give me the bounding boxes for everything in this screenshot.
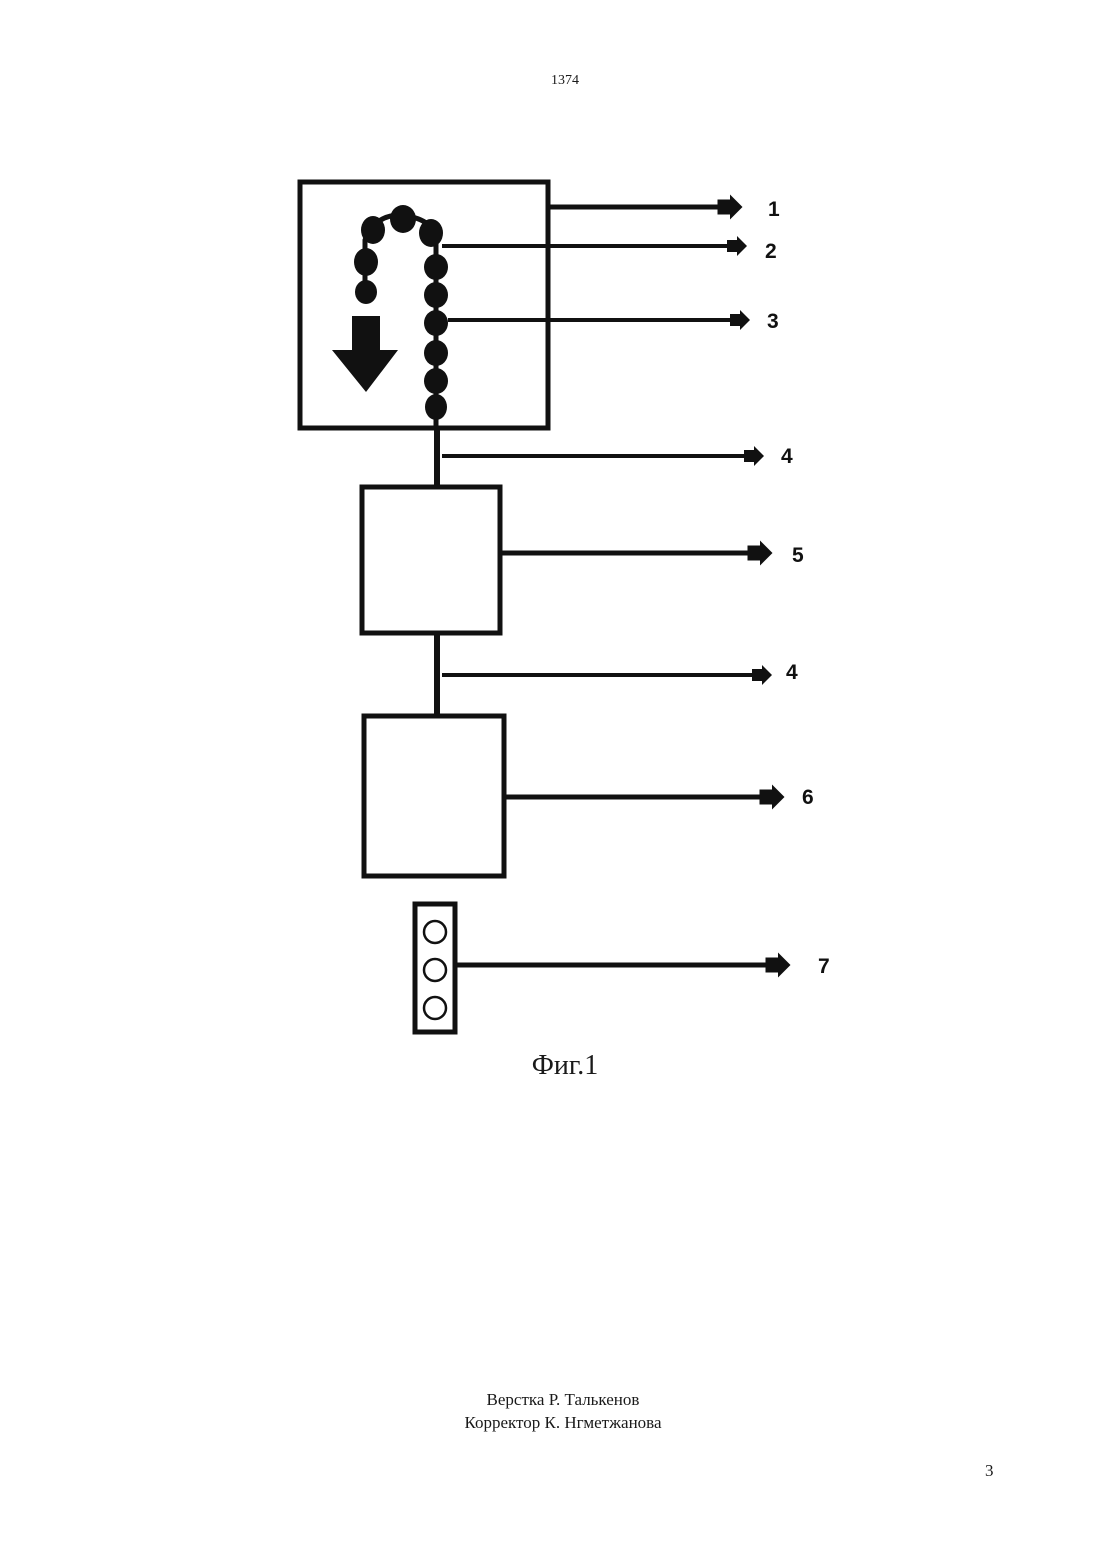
indicator-circle [424,997,446,1019]
output-label-5: 5 [792,544,804,567]
figure-caption: Фиг.1 [0,1050,1100,1082]
down-arrow-icon [332,316,398,392]
output-label-2: 2 [765,240,777,263]
credits: Верстка Р. Талькенов Корректор К. Нгметж… [0,1388,1100,1434]
output-label-4b: 4 [786,661,798,684]
block-3 [364,716,504,876]
indicator-circle [424,921,446,943]
block-2 [362,487,500,633]
output-label-4a: 4 [781,445,793,468]
indicator-block [415,904,455,1032]
credit-proofreader: Корректор К. Нгметжанова [0,1411,1100,1434]
credit-layout: Верстка Р. Талькенов [0,1388,1100,1411]
output-label-3: 3 [767,310,779,333]
output-label-6: 6 [802,786,814,809]
indicator-circle [424,959,446,981]
output-label-7: 7 [818,955,830,978]
page-number: 3 [985,1461,994,1481]
output-label-1: 1 [768,198,780,221]
